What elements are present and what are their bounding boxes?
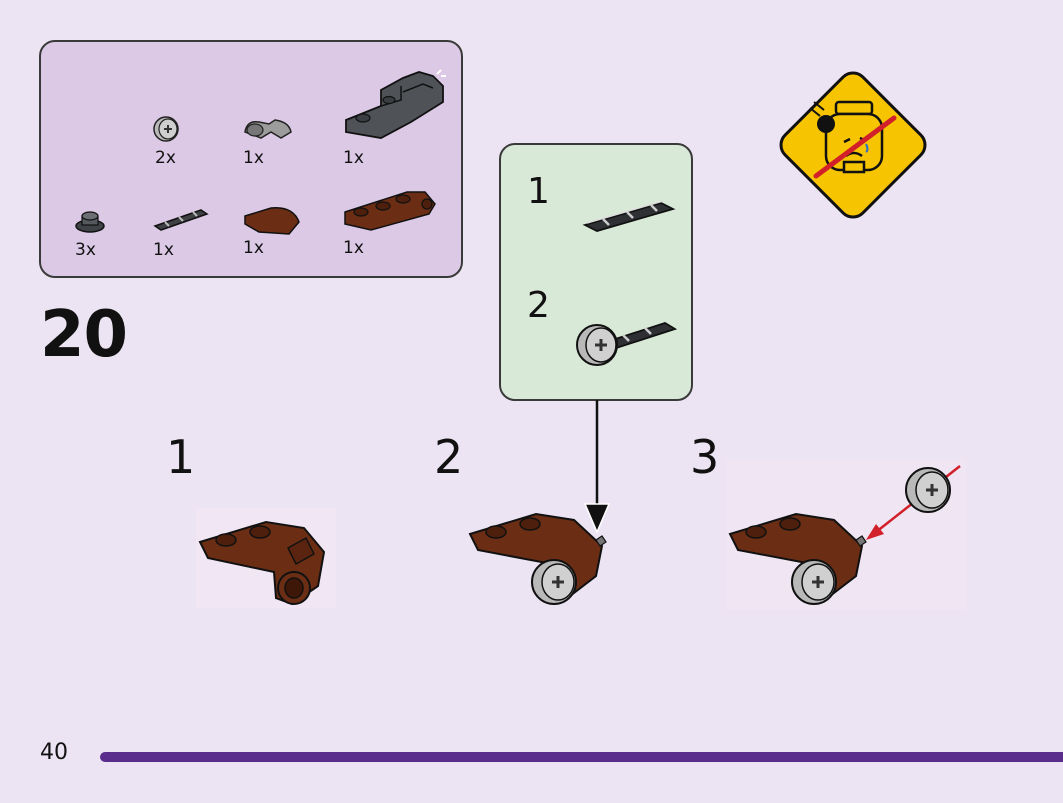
part-qty: 1x [243, 148, 264, 168]
part-qty: 2x [155, 148, 176, 168]
substep-3-number: 3 [690, 430, 720, 484]
axle-icon [153, 209, 209, 231]
step-number: 20 [40, 298, 128, 372]
plate-with-two-wheels-model [726, 460, 966, 610]
down-arrow-icon [583, 400, 611, 534]
axle-with-wheel-icon [576, 322, 678, 366]
grey-clip-icon [244, 119, 292, 139]
part-qty: 1x [343, 148, 364, 168]
part-qty: 1x [153, 240, 174, 260]
part-qty: 1x [343, 238, 364, 258]
footer-bar [100, 752, 1063, 762]
brown-plate-with-pin-icon [344, 191, 436, 231]
subassembly-box: 1 2 [499, 143, 693, 401]
dark-grey-round-plate-icon [75, 211, 105, 233]
page-number: 40 [40, 740, 68, 765]
subassembly-step-1-number: 1 [527, 171, 550, 212]
substep-1-number: 1 [166, 430, 196, 484]
substep-2-number: 2 [434, 430, 464, 484]
grey-wheel-icon [153, 116, 179, 142]
subassembly-step-2-number: 2 [527, 285, 550, 326]
axle-icon [582, 200, 676, 232]
brown-plate-with-pin-model [196, 508, 336, 608]
brown-curved-slope-icon [244, 207, 300, 235]
dark-grey-mech-part-icon [345, 69, 446, 139]
warning-no-small-parts-icon [779, 71, 927, 219]
part-qty: 1x [243, 238, 264, 258]
part-qty: 3x [75, 240, 96, 260]
plate-with-axle-wheel-model [468, 512, 607, 605]
parts-list-box: 2x 1x 1x 3x 1x [39, 40, 463, 278]
